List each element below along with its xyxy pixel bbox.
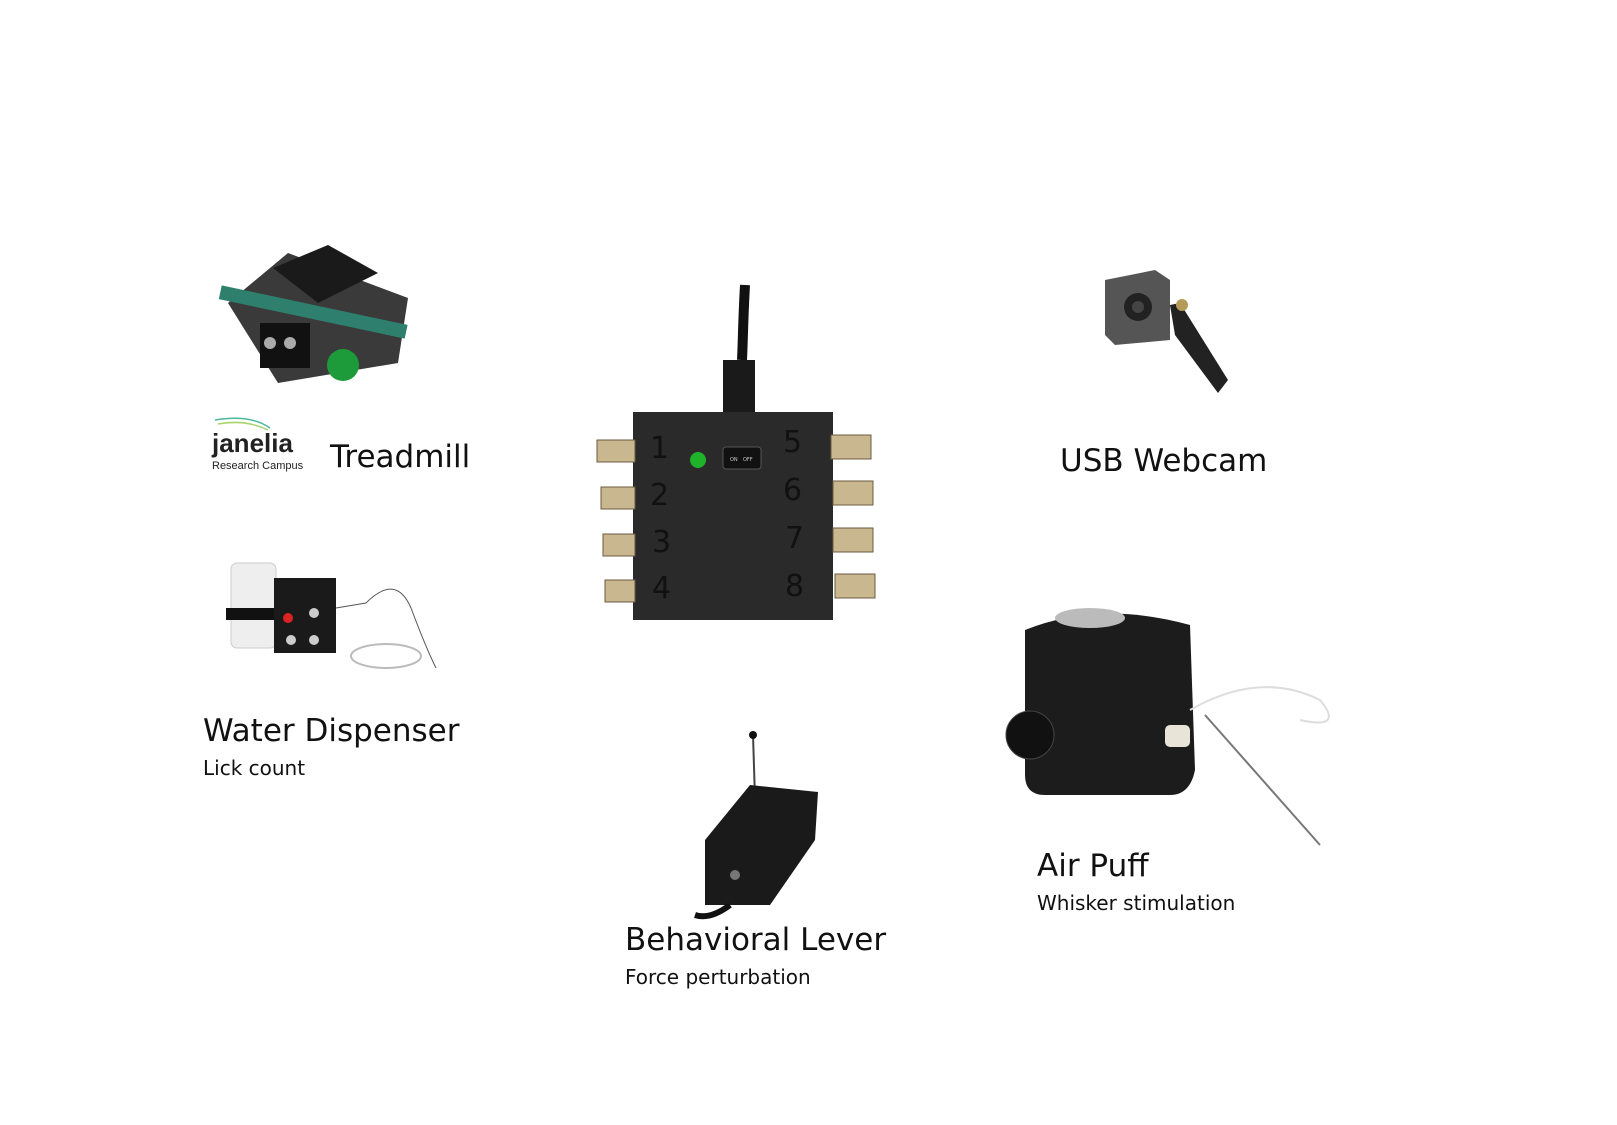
water-dispenser-image [226, 562, 437, 669]
air-puff-image [1005, 608, 1330, 846]
switch-off-label: OFF [743, 457, 753, 463]
port-label: 4 [652, 571, 671, 606]
treadmill-image [218, 245, 408, 383]
air-puff-subtitle: Whisker stimulation [1037, 891, 1236, 915]
treadmill-title: Treadmill [330, 439, 471, 475]
port-label: 5 [783, 425, 802, 460]
switch-on-label: ON [730, 457, 738, 463]
water-dispenser-subtitle: Lick count [203, 756, 306, 780]
webcam-image [1105, 270, 1228, 393]
behavioral-lever-image [694, 731, 818, 920]
port-label: 3 [652, 525, 671, 560]
port-label: 1 [650, 431, 669, 466]
bnc-hub-image: 1 2 3 4 5 6 7 8 ON OFF [596, 284, 876, 620]
janelia-logo: janelia Research Campus [211, 417, 304, 472]
air-puff-title: Air Puff [1037, 848, 1149, 884]
port-label: 2 [650, 478, 669, 513]
svg-text:Research Campus: Research Campus [212, 460, 304, 472]
port-label: 7 [785, 521, 804, 556]
port-label: 8 [785, 569, 804, 604]
behavioral-lever-title: Behavioral Lever [625, 922, 887, 958]
port-label: 6 [783, 473, 802, 508]
water-dispenser-title: Water Dispenser [203, 713, 460, 749]
behavioral-lever-subtitle: Force perturbation [625, 965, 811, 989]
webcam-title: USB Webcam [1060, 443, 1268, 479]
svg-text:janelia: janelia [211, 428, 293, 458]
